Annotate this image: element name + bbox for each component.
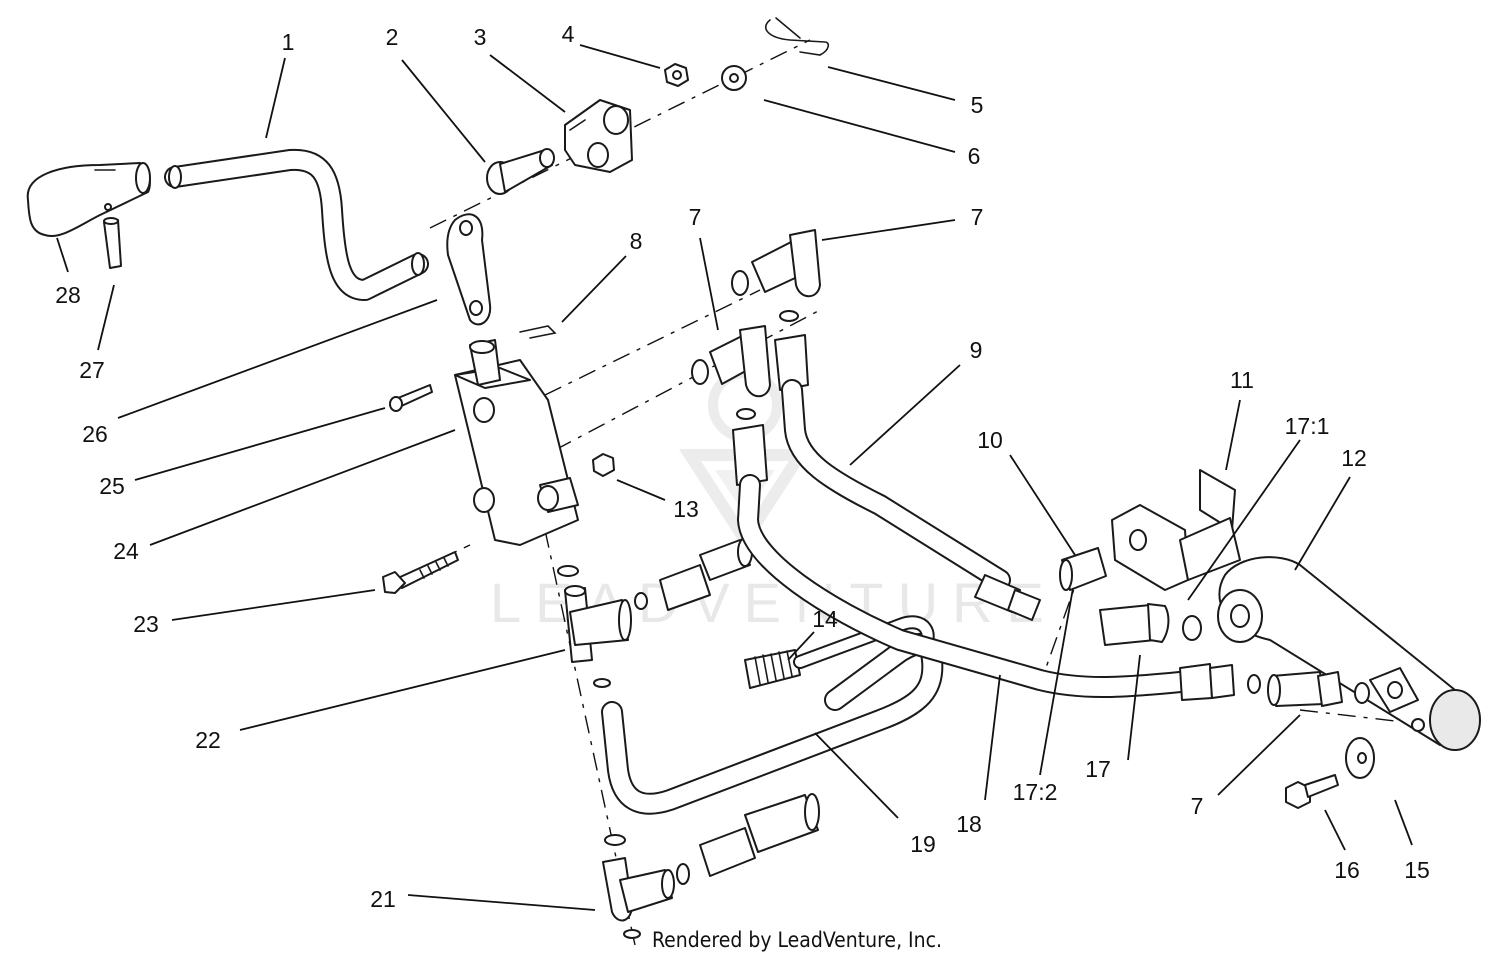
callout-leaders [56, 44, 1413, 911]
callout-24: 24 [113, 538, 139, 564]
part-16-bolt [1285, 774, 1339, 809]
callout-13: 13 [673, 496, 699, 522]
part-25-screw [389, 384, 433, 412]
part-28-handle-grip [26, 162, 151, 237]
part-8-cotter-pin [519, 325, 557, 339]
callout-12: 12 [1341, 445, 1367, 471]
part-14-spring [744, 649, 801, 689]
callout-19: 19 [910, 831, 936, 857]
callout-2: 2 [386, 24, 399, 50]
callout-14: 14 [812, 606, 838, 632]
part-7-fitting-right [1267, 671, 1370, 707]
callout-28: 28 [55, 282, 81, 308]
callout-9: 9 [970, 337, 983, 363]
part-18-hydraulic-tube [732, 424, 1261, 701]
part-26-link-plate [446, 213, 492, 326]
part-13-nut [592, 453, 615, 477]
part-27-pin [103, 217, 122, 269]
part-21-elbow-fitting [602, 834, 690, 939]
callout-1: 1 [282, 29, 295, 55]
callout-16: 16 [1334, 857, 1360, 883]
callout-21: 21 [370, 886, 396, 912]
callout-26: 26 [82, 421, 108, 447]
part-11-clevis [1111, 469, 1241, 591]
callout-18: 18 [956, 811, 982, 837]
part-hose-fitting-lower [699, 793, 820, 877]
part-23-bolt [382, 551, 459, 594]
part-4-nut [664, 63, 689, 87]
callout-7-upper-left: 7 [689, 204, 702, 230]
callout-27: 27 [79, 357, 105, 383]
part-24-control-valve [454, 339, 579, 546]
part-7-elbow-fitting-upper [731, 229, 821, 322]
callout-6: 6 [968, 143, 981, 169]
render-credit: Rendered by LeadVenture, Inc. [652, 928, 942, 952]
part-6-washer [721, 65, 747, 91]
part-12-hydraulic-cylinder [1217, 556, 1481, 751]
callout-17: 17 [1085, 756, 1111, 782]
part-1-control-lever [164, 148, 429, 301]
callout-7-upper-right: 7 [971, 204, 984, 230]
part-10-pin [1059, 547, 1107, 591]
part-3-pivot-bracket [564, 99, 633, 173]
callout-17-2: 17:2 [1013, 779, 1058, 805]
part-17-elbow-fitting [1099, 603, 1202, 646]
callout-5: 5 [971, 92, 984, 118]
callout-7-lower-right: 7 [1191, 793, 1204, 819]
callout-10: 10 [977, 427, 1003, 453]
part-2-pivot-pin [486, 148, 555, 195]
callout-22: 22 [195, 727, 221, 753]
part-22-tee-fitting [557, 565, 648, 688]
callout-4: 4 [562, 21, 575, 47]
part-9-hydraulic-tube [774, 334, 1041, 621]
callout-25: 25 [99, 473, 125, 499]
callout-15: 15 [1404, 857, 1430, 883]
callout-23: 23 [133, 611, 159, 637]
callout-labels: 1 2 3 4 5 6 7 7 7 8 9 10 11 12 13 14 15 … [55, 21, 1430, 912]
callout-11: 11 [1230, 367, 1254, 393]
part-5-hairpin-clip [765, 17, 830, 56]
callout-8: 8 [630, 228, 643, 254]
callout-17-1: 17:1 [1285, 413, 1330, 439]
callout-3: 3 [474, 24, 487, 50]
part-15-washer [1345, 737, 1375, 779]
part-7-elbow-fitting-middle [691, 325, 771, 420]
